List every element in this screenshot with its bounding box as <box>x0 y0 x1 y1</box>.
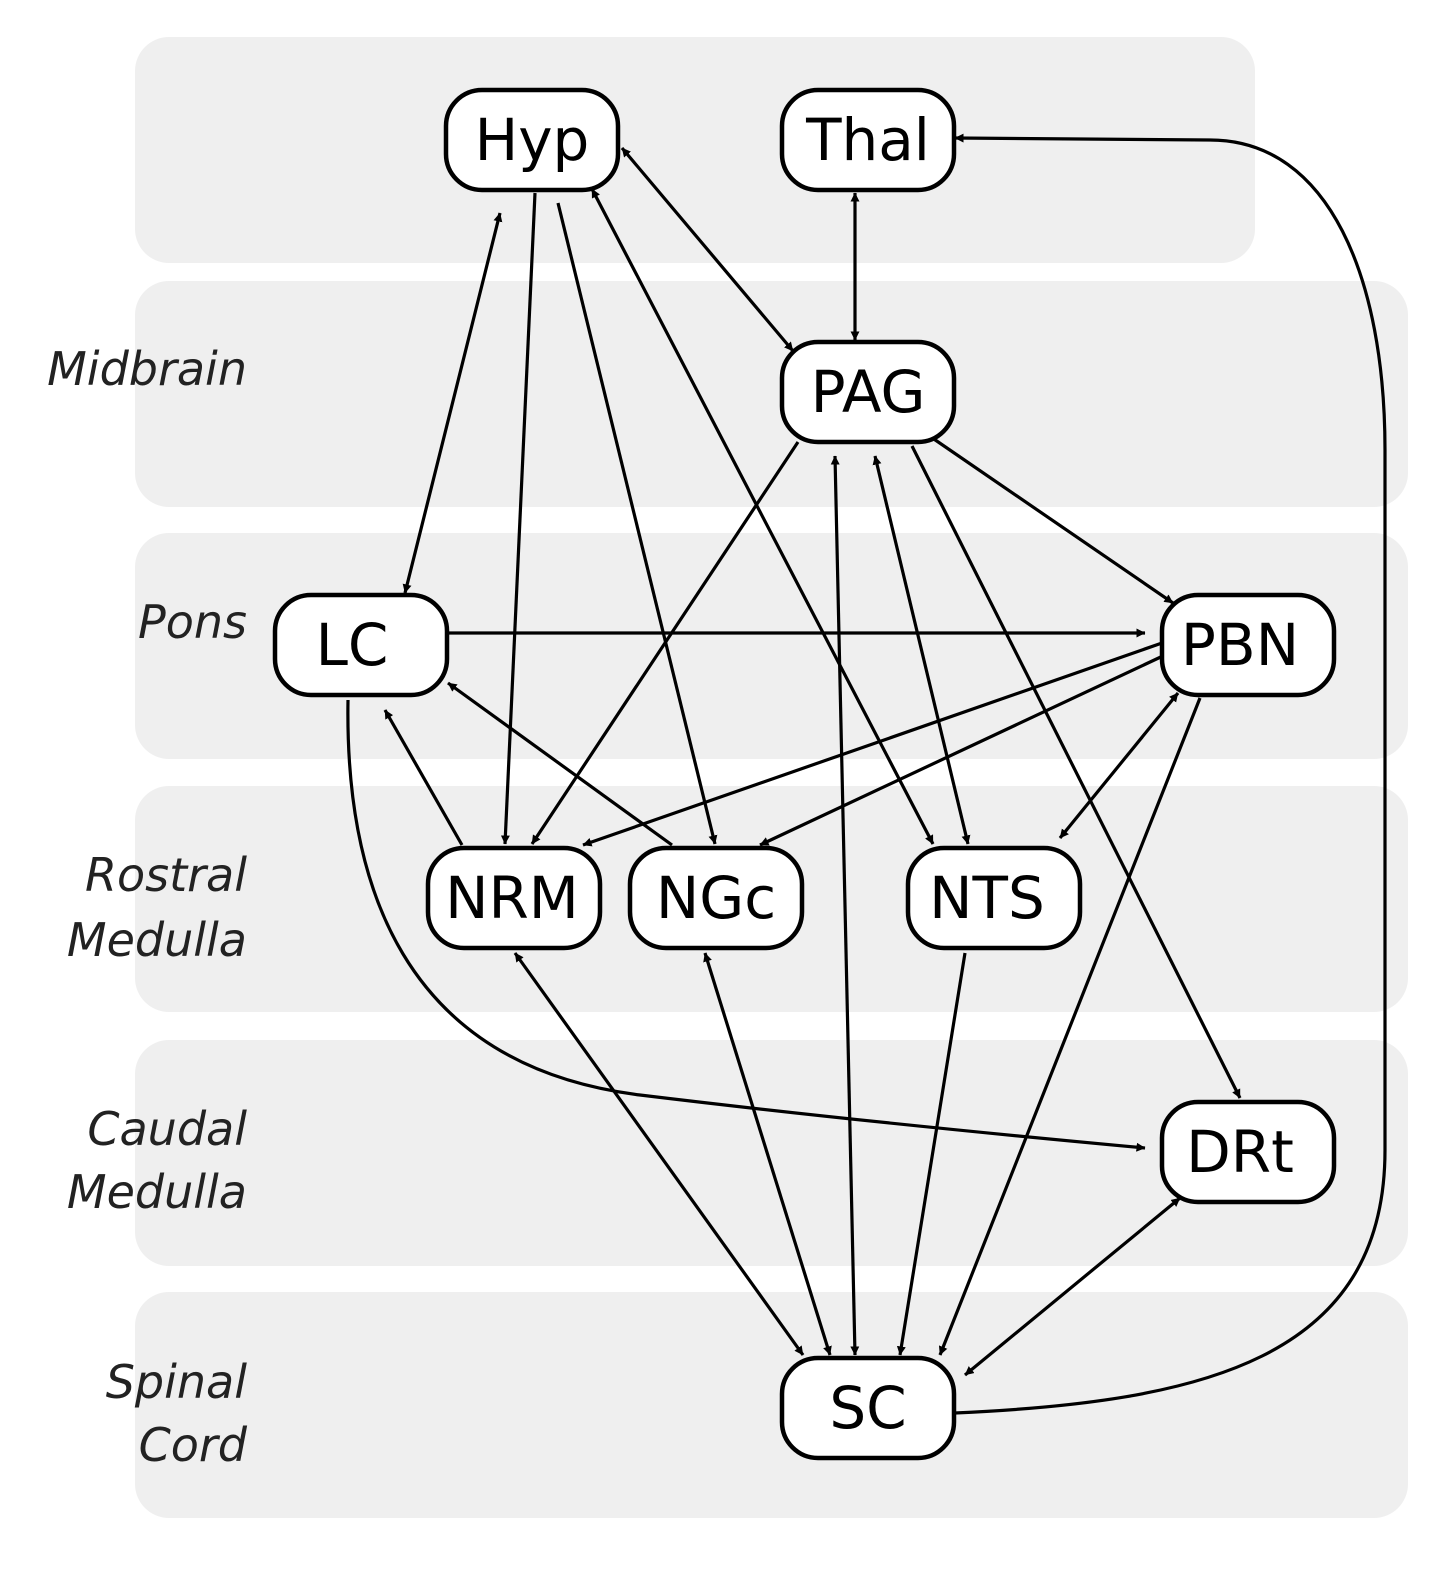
region-bands <box>135 37 1408 1518</box>
node-pbn: PBN <box>1159 592 1337 698</box>
edge-pbn-nts <box>1058 691 1180 840</box>
edge-pag-sc <box>830 455 860 1356</box>
node-pag: PAG <box>779 339 957 445</box>
node-lc: LC <box>272 592 450 698</box>
region-label-cord: Cord <box>139 1418 248 1472</box>
region-label-rostral: Rostral <box>85 848 247 902</box>
node-ngc: NGc <box>627 845 805 951</box>
edge-ngc-sc <box>703 952 832 1356</box>
node-label-drt: DRt <box>1186 1118 1294 1186</box>
node-sc: SC <box>779 1355 957 1461</box>
node-label-sc: SC <box>829 1374 906 1442</box>
edge-pbn-ngc <box>759 653 1166 847</box>
band-midbrain <box>135 281 1408 507</box>
node-label-lc: LC <box>316 611 389 679</box>
node-nts: NTS <box>905 845 1083 951</box>
node-label-ngc: NGc <box>656 864 776 932</box>
node-label-nrm: NRM <box>445 864 579 932</box>
node-nrm: NRM <box>425 845 603 951</box>
edge-nts-sc <box>896 952 967 1356</box>
edge-drt-sc <box>963 1196 1182 1377</box>
region-label-midbrain: Midbrain <box>47 342 247 396</box>
connections <box>346 133 1387 1415</box>
edge-ngc-lc <box>447 681 673 847</box>
region-label-caudal: Caudal <box>87 1102 247 1156</box>
edge-nrm-lc <box>383 709 464 846</box>
node-label-pbn: PBN <box>1181 611 1299 679</box>
node-label-pag: PAG <box>811 358 926 426</box>
node-label-nts: NTS <box>929 864 1045 932</box>
region-label-medulla-caudal: Medulla <box>67 1165 247 1219</box>
node-label-hyp: Hyp <box>475 106 590 174</box>
region-labels: Midbrain Pons Rostral Medulla Caudal Med… <box>47 342 248 1472</box>
nodes: Hyp Thal PAG LC PBN NRM NGc NTS <box>272 87 1337 1461</box>
node-thal: Thal <box>779 87 957 193</box>
edge-pag-nts <box>872 455 971 845</box>
node-label-thal: Thal <box>805 106 930 174</box>
region-label-medulla-rostral: Medulla <box>67 913 247 967</box>
region-label-spinal: Spinal <box>106 1355 248 1409</box>
edge-hyp-lc <box>402 212 503 594</box>
band-top <box>135 37 1255 263</box>
edge-pbn-nrm <box>582 641 1163 847</box>
region-label-pons: Pons <box>138 595 247 649</box>
node-hyp: Hyp <box>443 87 621 193</box>
band-spinal-cord <box>135 1292 1408 1518</box>
node-drt: DRt <box>1159 1099 1337 1205</box>
edge-sc-thal <box>954 133 1387 1415</box>
edge-hyp-nrm <box>500 192 537 845</box>
